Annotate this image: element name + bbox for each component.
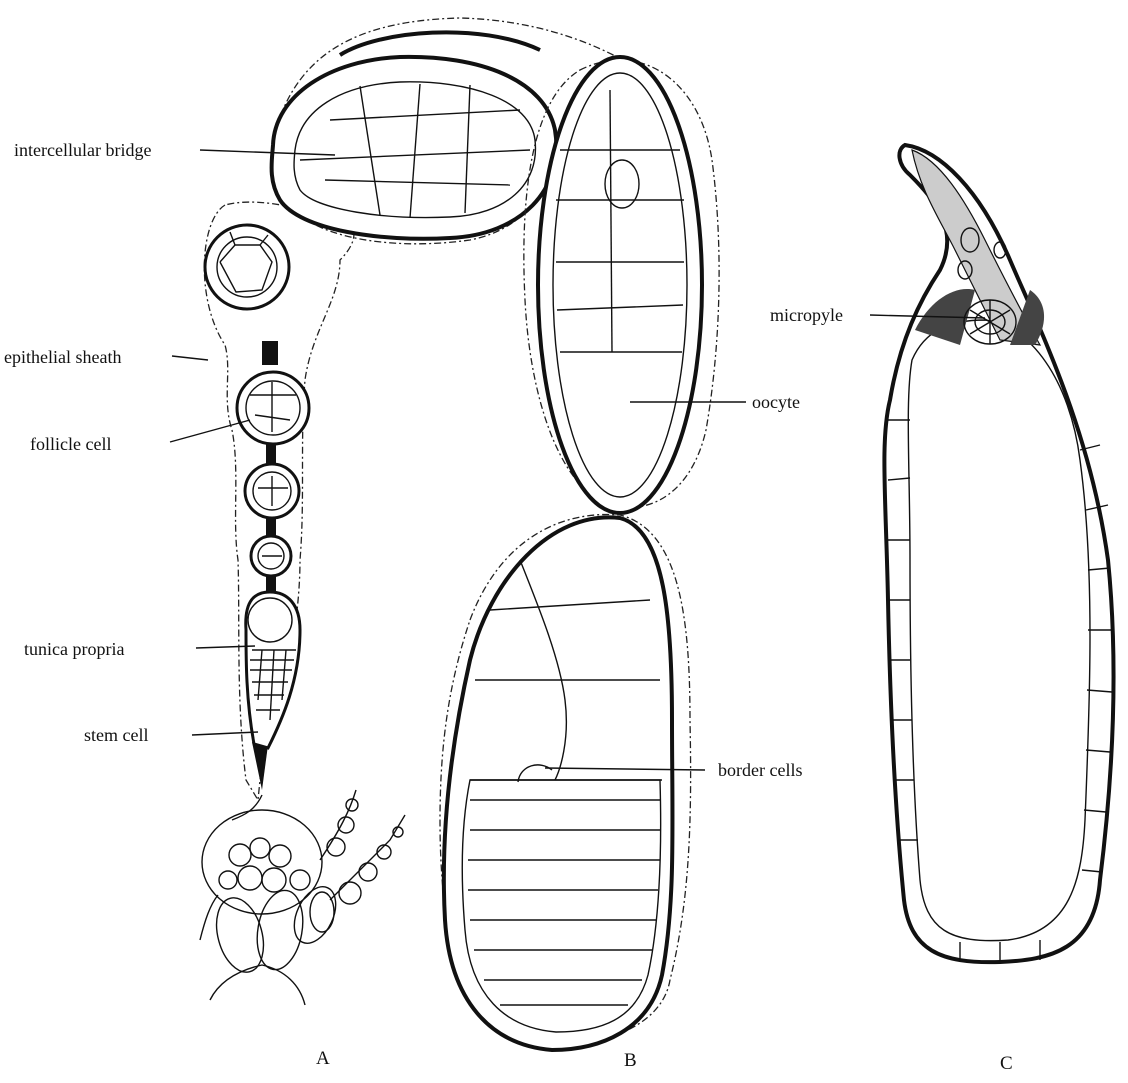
panel-c-mature-egg [884, 145, 1113, 962]
egg-chamber-2 [237, 372, 309, 444]
panel-label-a: A [316, 1048, 330, 1069]
label-stem-cell: stem cell [84, 725, 148, 745]
label-oocyte: oocyte [752, 392, 800, 412]
panel-a-ovariole [200, 202, 405, 1005]
panel-label-c: C [1000, 1053, 1013, 1074]
label-follicle-cell: follicle cell [30, 434, 111, 454]
label-intercellular-bridge: intercellular bridge [14, 140, 151, 160]
label-epithelial-sheath: epithelial sheath [4, 347, 121, 367]
egg-chamber-upper [538, 57, 702, 513]
label-border-cells: border cells [718, 760, 802, 780]
label-micropyle: micropyle [770, 305, 843, 325]
egg-chamber-lower [444, 517, 673, 1050]
label-tunica-propria: tunica propria [24, 639, 124, 659]
panel-label-b: B [624, 1050, 637, 1071]
